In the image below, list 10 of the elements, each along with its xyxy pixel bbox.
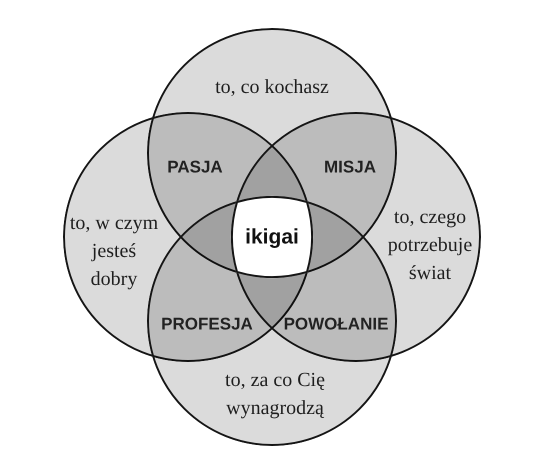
overlap-label: PASJA: [167, 158, 223, 178]
circle-text: to, za co Cię wynagrodzą: [224, 368, 326, 421]
overlap-label: PROFESJA: [161, 316, 253, 334]
circle-text: to, w czym jesteś dobry: [68, 211, 160, 292]
center-label: ikigai: [245, 225, 299, 249]
overlap-label: POWOŁANIE: [284, 316, 388, 334]
overlap-label: MISJA: [324, 158, 376, 178]
circle-text: to, co kochasz: [214, 75, 330, 100]
center-region: [231, 196, 313, 278]
circle-text: to, czego potrzebuje świat: [386, 205, 474, 286]
